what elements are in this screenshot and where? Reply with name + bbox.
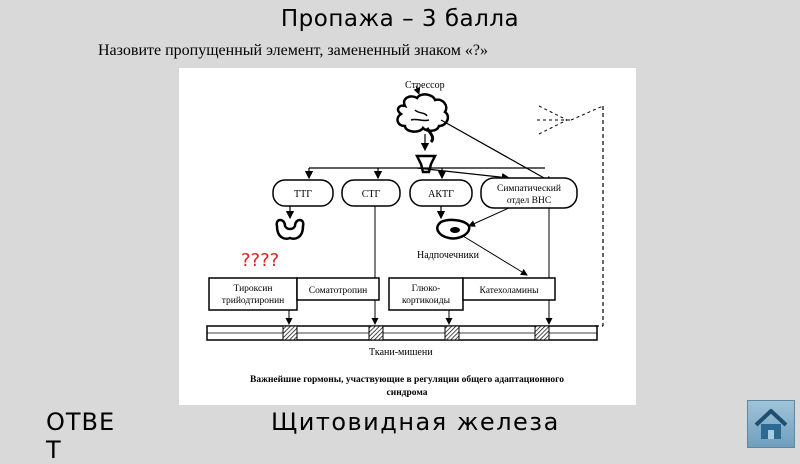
glucocorticoids-label-2: кортикоиды: [402, 296, 451, 306]
box-sympathetic-label-1: Симпатический: [497, 183, 561, 194]
box-sympathetic: [480, 177, 578, 209]
adrenal-icon: [436, 218, 471, 240]
stressor-label: Стрессор: [405, 80, 445, 91]
pituitary-icon: [414, 154, 438, 174]
home-icon: [754, 409, 788, 439]
thyroxine-label-1: Тироксин: [234, 284, 273, 294]
thyroid-icon: [275, 218, 305, 240]
box-sympathetic-label-2: отдел ВНС: [507, 196, 551, 206]
brain-icon: [396, 93, 450, 144]
caption-line-2: синдрома: [387, 388, 428, 398]
caption-line-1: Важнейшие гормоны, участвующие в регуляц…: [250, 374, 564, 385]
missing-element-label: ????: [241, 250, 279, 271]
target-receptor-4: [534, 325, 550, 341]
glucocorticoids-label-1: Глюко-: [412, 284, 441, 294]
box-stg: [341, 179, 401, 207]
question-text: Назовите пропущенный элемент, замененный…: [98, 42, 488, 59]
box-ttg-label: ТТГ: [294, 189, 312, 200]
slide-title: Пропажа – 3 балла: [280, 6, 520, 32]
somatotropin-label: Соматотропин: [309, 286, 368, 296]
thyroxine-label-2: трийодтиронин: [222, 295, 284, 306]
target-receptor-2: [368, 325, 384, 341]
diagram-svg: Стрессор ТТГ СТГ АКТГ Симпатический отд: [206, 80, 604, 398]
home-button[interactable]: [747, 400, 795, 448]
answer-text: Щитовидная железа: [271, 408, 560, 436]
box-thyroxine: [208, 277, 298, 311]
box-ttg: [272, 179, 334, 207]
adrenals-label: Надпочечники: [417, 250, 480, 261]
target-receptor-1: [282, 325, 298, 341]
box-somatotropin: [296, 277, 380, 301]
catecholamines-label: Катехоламины: [480, 286, 540, 296]
box-aktg-label: АКТГ: [428, 189, 454, 200]
target-receptor-3: [444, 325, 460, 341]
target-tissues-label: Ткани-мишени: [369, 347, 433, 358]
answer-label: ОТВЕ Т: [46, 408, 116, 464]
box-glucocorticoids: [388, 277, 464, 311]
diagram-figure: Стрессор ТТГ СТГ АКТГ Симпатический отд: [179, 68, 636, 405]
box-stg-label: СТГ: [362, 189, 381, 200]
box-catecholamines: [462, 277, 556, 301]
